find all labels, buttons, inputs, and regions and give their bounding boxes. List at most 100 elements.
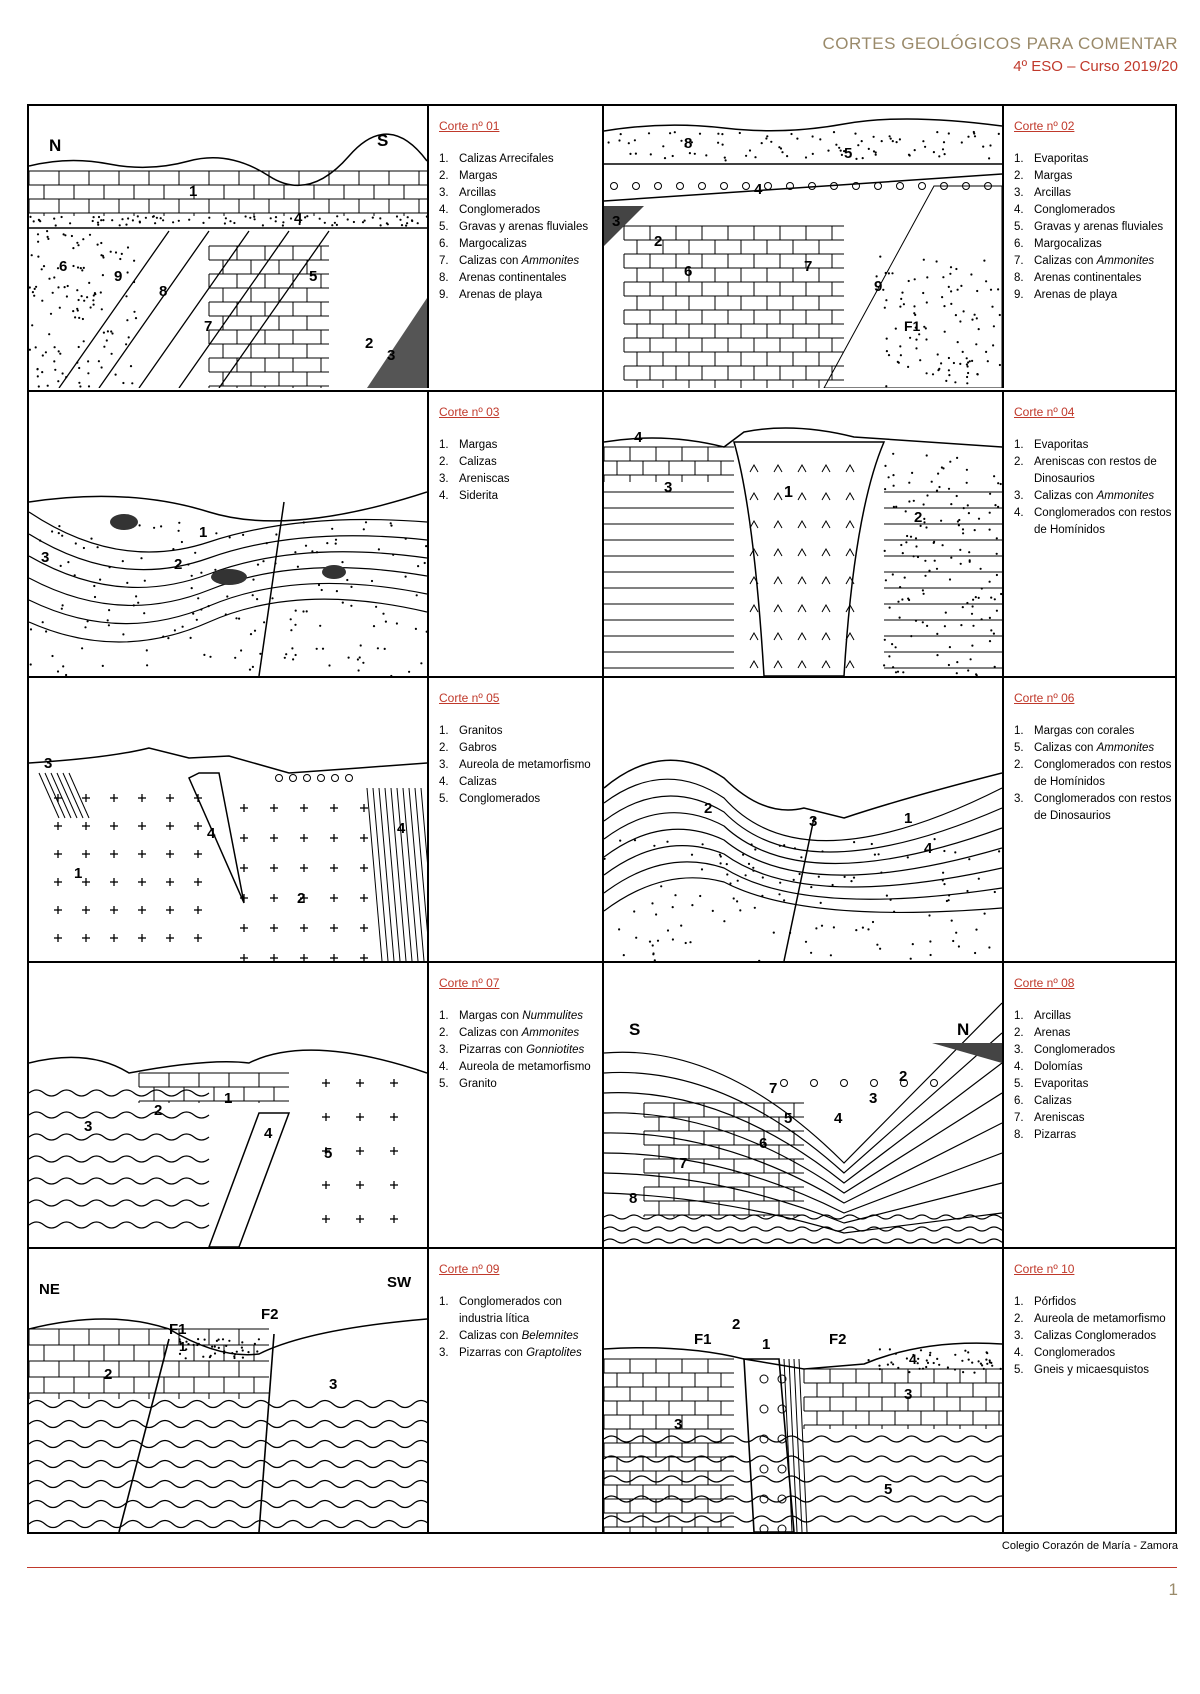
legend-item-number: 5. bbox=[1014, 1364, 1024, 1376]
legend-item-number: 7. bbox=[1014, 1112, 1024, 1124]
diagram-label: F1 bbox=[694, 1331, 712, 1348]
document-subtitle: 4º ESO – Curso 2019/20 bbox=[1013, 58, 1178, 75]
legend-item-text: Arenas continentales bbox=[459, 272, 567, 284]
legend-item: 5.Conglomerados bbox=[439, 791, 601, 808]
diagram-label: 8 bbox=[629, 1190, 637, 1207]
legend-item-number: 2. bbox=[439, 1330, 449, 1342]
diagram-label: 4 bbox=[634, 429, 643, 446]
legend-item: 2.Areniscas con restos de Dinosaurios bbox=[1014, 454, 1176, 488]
diagram-label: 2 bbox=[914, 509, 922, 526]
legend-item-text: Conglomerados bbox=[1034, 1044, 1116, 1056]
legend-item-text: Evaporitas bbox=[1034, 153, 1089, 165]
legend-item: 4.Conglomerados bbox=[1014, 202, 1176, 219]
legend-item-number: 2. bbox=[1014, 1313, 1024, 1325]
legend-item-text: Calizas bbox=[1034, 1095, 1072, 1107]
legend-item: 2.Conglomerados con restos de Homínidos bbox=[1014, 757, 1176, 791]
diagram-label: 2 bbox=[365, 335, 373, 352]
school-name: Colegio Corazón de María - Zamora bbox=[1001, 1540, 1178, 1552]
legend-item: 3.Pizarras con Graptolites bbox=[439, 1345, 601, 1362]
legend-item-number: 2. bbox=[1014, 759, 1024, 771]
diagram-label: S bbox=[629, 1020, 640, 1039]
legend-item: 2. Calizas con Belemnites bbox=[439, 1328, 601, 1345]
legend-item: 2.Calizas bbox=[439, 454, 601, 471]
legend-item: 4.Aureola de metamorfismo bbox=[439, 1059, 601, 1076]
diagram-label: 1 bbox=[784, 484, 793, 501]
legend-item-text: Siderita bbox=[459, 490, 498, 502]
legend-item-number: 3. bbox=[439, 187, 449, 199]
diagram-label: 2 bbox=[704, 800, 712, 817]
legend-item: 3.Arcillas bbox=[1014, 185, 1176, 202]
legend-item-number: 5. bbox=[439, 1078, 449, 1090]
diagram-label: 1 bbox=[762, 1336, 770, 1353]
diagram-label: 6 bbox=[59, 258, 67, 275]
legend-item-number: 4. bbox=[1014, 1061, 1024, 1073]
grid-divider bbox=[29, 676, 1175, 678]
legend-item-text: Margas con corales bbox=[1034, 725, 1135, 737]
legend-item: 3.Calizas con Ammonites bbox=[1014, 488, 1176, 505]
legend-item: 4.Conglomerados bbox=[439, 202, 601, 219]
legend-item: 9.Arenas de playa bbox=[1014, 287, 1176, 304]
legend-item: 5.Calizas con Ammonites bbox=[1014, 740, 1176, 757]
diagram-label: 7 bbox=[204, 318, 212, 335]
footer-divider bbox=[27, 1567, 1177, 1568]
legend-item: 1.Granitos bbox=[439, 723, 601, 740]
diagram-label: 1 bbox=[224, 1090, 232, 1107]
legend-item-number: 4. bbox=[439, 204, 449, 216]
legend-item-number: 1. bbox=[1014, 725, 1024, 737]
legend-item: 8.Arenas continentales bbox=[1014, 270, 1176, 287]
legend-item-number: 2. bbox=[1014, 456, 1024, 468]
diagram-label: 1 bbox=[904, 810, 912, 827]
diagram-label: N bbox=[49, 136, 61, 155]
legend-item: 2.Calizas con Ammonites bbox=[439, 1025, 601, 1042]
diagram-label: F1 bbox=[169, 1321, 187, 1338]
legend-item: 2.Margas bbox=[439, 168, 601, 185]
legend-item-number: 2. bbox=[1014, 170, 1024, 182]
legend-item-text: Arcillas bbox=[1034, 187, 1072, 199]
legend-item-number: 9. bbox=[1014, 289, 1024, 301]
legend-item-number: 4. bbox=[439, 776, 449, 788]
legend-item: 7.Calizas con Ammonites bbox=[439, 253, 601, 270]
legend-item-number: 8. bbox=[1014, 272, 1024, 284]
legend-item-text: Gravas y arenas fluviales bbox=[1034, 221, 1164, 233]
legend-item-number: 1. bbox=[439, 1010, 449, 1022]
diagram-label: 7 bbox=[679, 1155, 687, 1172]
legend-item: 3. Arcillas bbox=[439, 185, 601, 202]
legend-item: 5.Gravas y arenas fluviales bbox=[439, 219, 601, 236]
legend-item-number: 3. bbox=[1014, 1330, 1024, 1342]
legend-item-number: 2. bbox=[1014, 1027, 1024, 1039]
legend-item: 4.Calizas bbox=[439, 774, 601, 791]
diagram-label: N bbox=[957, 1020, 969, 1039]
legend-item-text: Arcillas bbox=[459, 187, 497, 199]
diagram-label: 2 bbox=[154, 1102, 162, 1119]
legend-item-number: 4. bbox=[439, 490, 449, 502]
legend-item-number: 3. bbox=[439, 473, 449, 485]
legend-item-text: Calizas con Belemnites bbox=[459, 1330, 579, 1342]
diagram-label: F2 bbox=[261, 1306, 279, 1323]
legend-item-text: Pizarras bbox=[1034, 1129, 1077, 1141]
diagram-label: 2 bbox=[654, 233, 662, 250]
diagram-label: 7 bbox=[769, 1080, 777, 1097]
legend-item: 6.Margocalizas bbox=[439, 236, 601, 253]
legend-item-text: Calizas con Ammonites bbox=[1034, 490, 1155, 502]
corte-title: Corte nº 07 bbox=[439, 976, 500, 990]
document-title: CORTES GEOLÓGICOS PARA COMENTAR bbox=[822, 34, 1178, 53]
diagram-label: 6 bbox=[684, 263, 692, 280]
legend-item: 5.Granito bbox=[439, 1076, 601, 1093]
legend-item: 1.Evaporitas bbox=[1014, 437, 1176, 454]
corte-title: Corte nº 03 bbox=[439, 405, 500, 419]
diagram-label: 4 bbox=[754, 181, 763, 198]
legend-item-number: 6. bbox=[1014, 238, 1024, 250]
legend-item-text: Margocalizas bbox=[1034, 238, 1102, 250]
